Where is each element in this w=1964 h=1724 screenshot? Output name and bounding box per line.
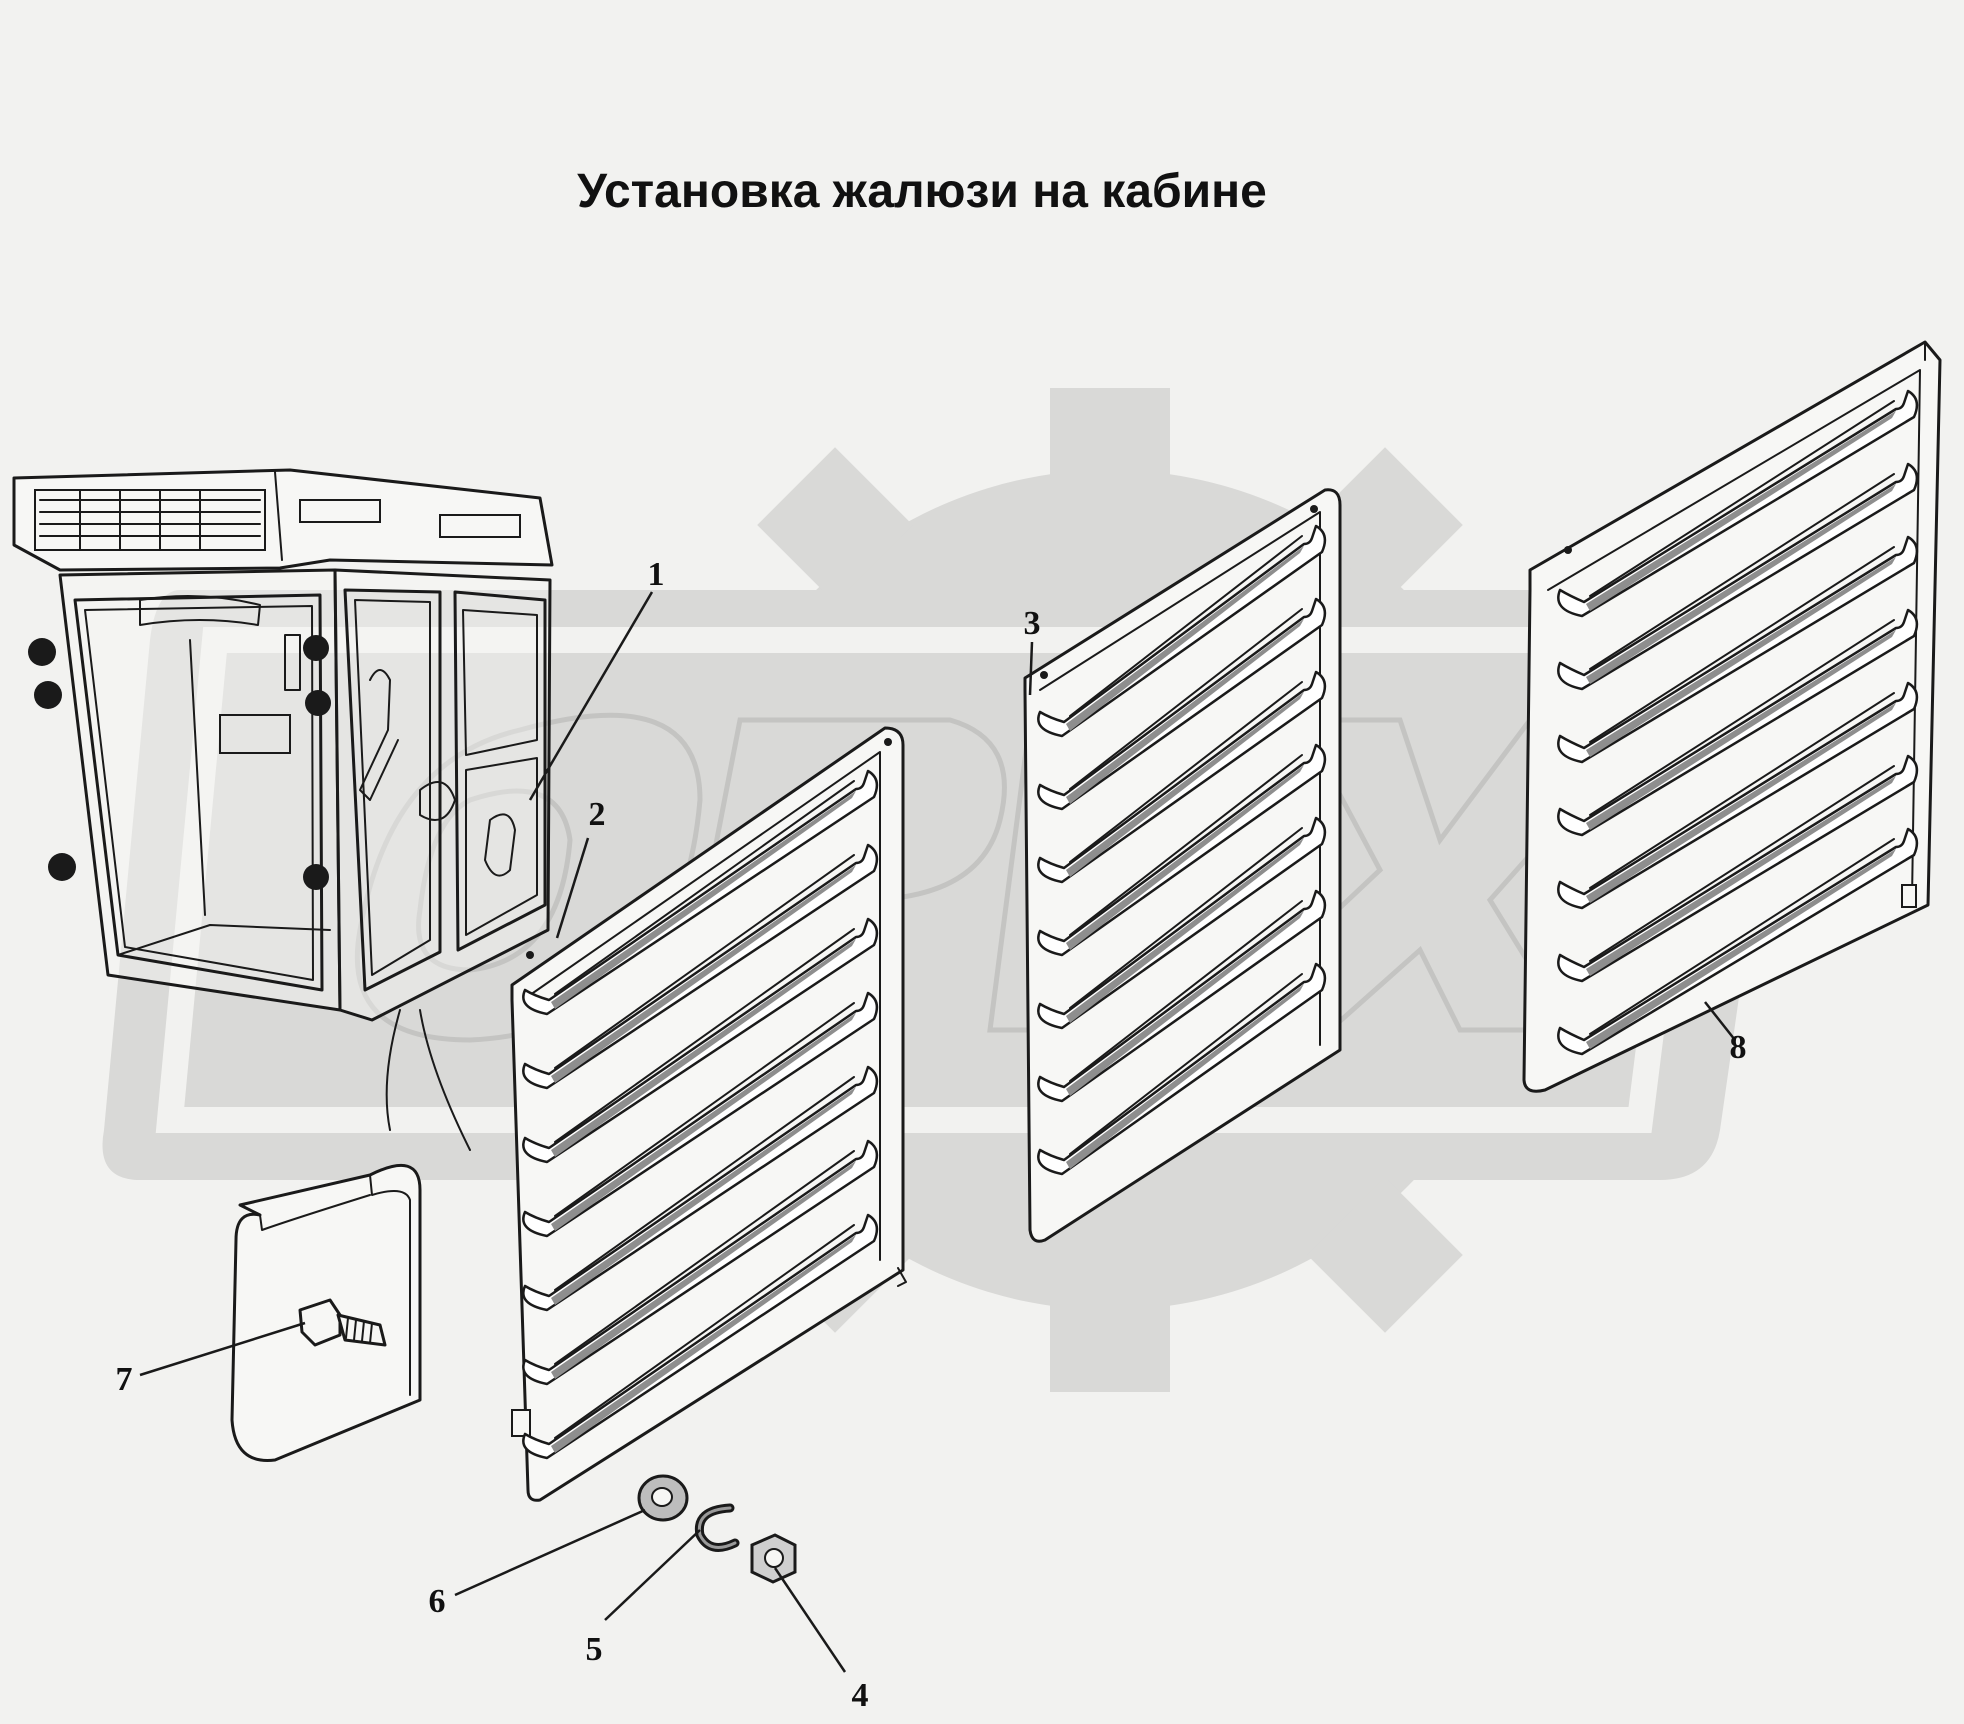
leader-7 xyxy=(139,1321,306,1377)
louver-panel-2-slat xyxy=(522,991,879,1238)
leader-6 xyxy=(454,1508,646,1597)
leader-5 xyxy=(604,1529,701,1621)
leader-4 xyxy=(773,1567,847,1673)
bolt xyxy=(298,1298,387,1347)
louver-panel-2-slat xyxy=(522,1213,879,1460)
callout-1: 1 xyxy=(648,556,665,593)
louver-panel-3-slat xyxy=(1037,816,1327,1030)
louver-panel-8-slat xyxy=(1557,827,1919,1056)
mirror-knob xyxy=(303,635,329,661)
louver-panel-8-slat xyxy=(1557,535,1919,764)
leader-3 xyxy=(1028,641,1034,696)
roof-vents xyxy=(34,489,521,551)
mirror-knob xyxy=(48,853,76,881)
nut xyxy=(750,1533,797,1584)
leader-8 xyxy=(1704,1001,1736,1041)
louver-panel-2-slat xyxy=(522,917,879,1164)
callout-labels: 1 2 3 4 5 6 7 8 xyxy=(116,556,1747,1714)
louver-panel-8-slat xyxy=(1557,389,1919,618)
louver-slats xyxy=(522,389,1919,1460)
louver-panel-8-slat xyxy=(1557,681,1919,910)
louver-panel-3-slat xyxy=(1037,670,1327,884)
cabin xyxy=(12,468,554,1151)
louver-panel-8-slat xyxy=(1557,608,1919,837)
flat-washer xyxy=(637,1474,689,1522)
louver-panel-8-slat xyxy=(1557,754,1919,983)
spring-washer xyxy=(694,1503,740,1552)
louver-panel-2-slat xyxy=(522,1139,879,1386)
mirror-knob xyxy=(34,681,62,709)
louver-panel-3-slat xyxy=(1037,743,1327,957)
callout-4: 4 xyxy=(852,1677,869,1714)
louver-panel-8-slat xyxy=(1557,462,1919,691)
louver-panel-3-slat xyxy=(1037,889,1327,1103)
callout-2: 2 xyxy=(589,796,606,833)
louver-panel-2-slat xyxy=(522,1065,879,1312)
callout-7: 7 xyxy=(116,1361,133,1398)
louver-panel-2-slat xyxy=(522,843,879,1090)
mirror-knob xyxy=(28,638,56,666)
louver-panel-3-slat xyxy=(1037,524,1327,738)
louver-panel-3-slat xyxy=(1037,597,1327,811)
louver-panel-2-slat xyxy=(522,769,879,1016)
callout-8: 8 xyxy=(1730,1029,1747,1066)
mirror-knob xyxy=(305,690,331,716)
leader-2 xyxy=(555,837,590,939)
leader-1 xyxy=(528,591,654,801)
leader-lines xyxy=(139,591,1736,1673)
callout-6: 6 xyxy=(429,1583,446,1620)
callout-3: 3 xyxy=(1024,605,1041,642)
mirror-knob xyxy=(303,864,329,890)
diagram-title: Установка жалюзи на кабине xyxy=(577,165,1267,218)
louver-panel-3-slat xyxy=(1037,962,1327,1176)
callout-5: 5 xyxy=(586,1631,603,1668)
